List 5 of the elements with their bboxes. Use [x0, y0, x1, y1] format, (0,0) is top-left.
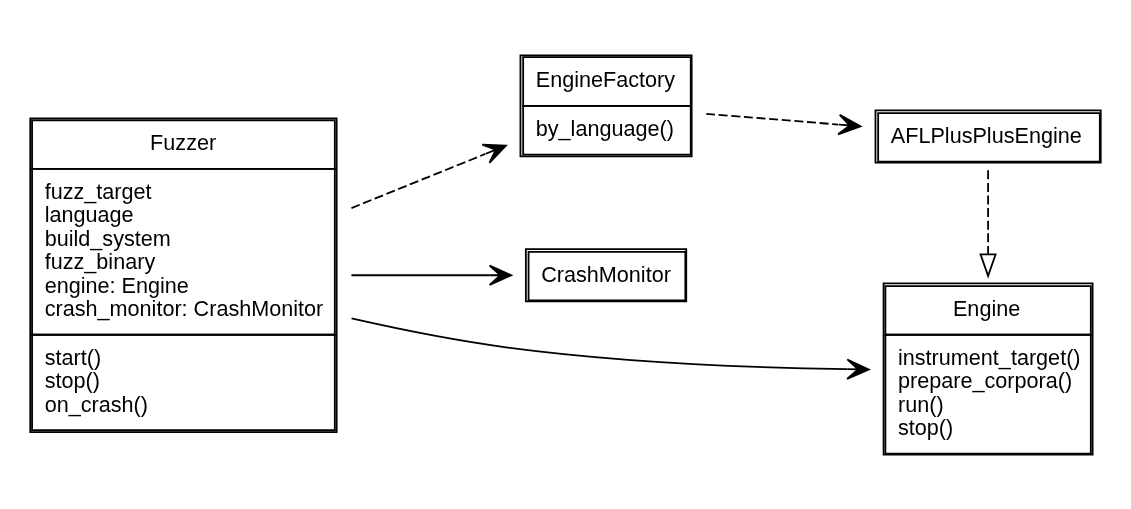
arrow [350, 264, 513, 286]
arrow [350, 143, 507, 209]
arrow [979, 168, 997, 279]
arrow [705, 112, 862, 135]
arrow [350, 317, 870, 380]
